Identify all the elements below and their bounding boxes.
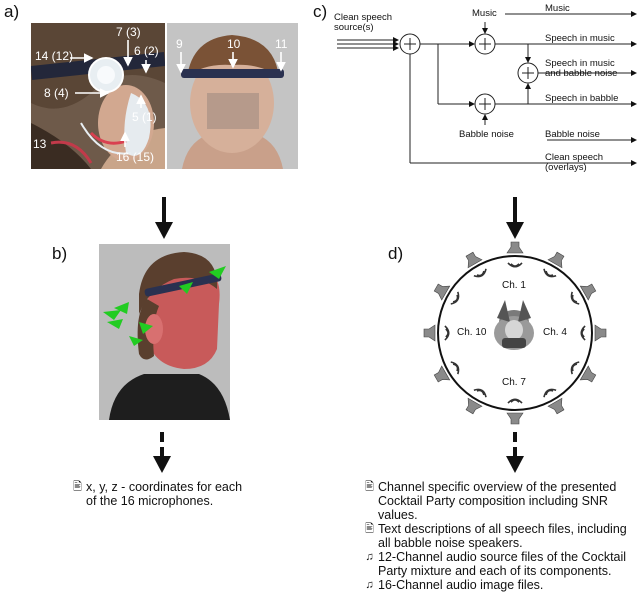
- output-line: values.: [378, 508, 418, 522]
- output-item: ♫ 12-Channel audio source files of the C…: [364, 550, 640, 578]
- ear-closeup-photo: [31, 23, 165, 169]
- loudspeaker-icon: [506, 412, 524, 425]
- panel-c-letter: c): [313, 2, 328, 21]
- output-item: 🖹 Channel specific overview of the prese…: [364, 480, 640, 522]
- listener-icon: [494, 300, 534, 350]
- output-line: and babble noise: [545, 68, 618, 79]
- output-item: 🖹 Text descriptions of all speech files,…: [364, 522, 640, 550]
- panel-a-letter: a): [4, 2, 20, 21]
- panel-d-letter: d): [388, 244, 404, 263]
- document-icon: 🖹: [365, 523, 374, 535]
- output-music: Music: [545, 3, 570, 14]
- loudspeaker-icon: [465, 397, 483, 415]
- loudspeaker-icon: [579, 365, 597, 383]
- mic-label: 11: [275, 37, 288, 51]
- loudspeaker-icon: [547, 397, 565, 415]
- sound-wave-icon: [450, 291, 460, 305]
- music-note-icon: ♫: [365, 551, 374, 563]
- mic-label: 14 (12): [35, 49, 74, 63]
- output-clean-speech: Clean speech (overlays): [545, 153, 603, 173]
- mic-label: 5 (1): [132, 110, 157, 124]
- output-line: x, y, z - coordinates for each: [86, 480, 243, 494]
- loudspeaker-icon: [433, 365, 451, 383]
- mic-label: 10: [227, 37, 241, 51]
- music-note-icon: ♫: [365, 579, 374, 591]
- mic-label: 8 (4): [44, 86, 69, 100]
- mic-label: 13: [33, 137, 47, 151]
- channel-label: Ch. 4: [543, 327, 567, 338]
- mic-label: 16 (15): [116, 150, 155, 164]
- output-speech-in-music: Speech in music: [545, 33, 615, 44]
- head-side-photo: [99, 244, 230, 420]
- input-label: Clean speech source(s): [334, 13, 392, 33]
- channel-label: Ch. 1: [502, 280, 526, 291]
- output-line: Party mixture and each of its components…: [378, 564, 612, 578]
- output-speech-in-babble: Speech in babble: [545, 93, 619, 104]
- output-item: ♫ 16-Channel audio image files.: [364, 578, 640, 592]
- channel-label: Ch. 7: [502, 377, 526, 388]
- loudspeaker-icon: [433, 283, 451, 301]
- sound-wave-icon: [507, 398, 523, 404]
- sound-wave-icon: [450, 361, 460, 375]
- loudspeaker-icon: [423, 324, 436, 342]
- input-label-line: Clean speech: [334, 12, 393, 23]
- sound-wave-icon: [580, 325, 586, 341]
- panel-b-letter: b): [52, 244, 68, 263]
- sound-wave-icon: [570, 291, 580, 305]
- document-icon: 🖹: [73, 481, 82, 493]
- music-source-label: Music: [472, 8, 497, 19]
- output-line: Cocktail Party composition including SNR: [378, 494, 608, 508]
- output-line: Text descriptions of all speech files, i…: [378, 522, 627, 536]
- sound-wave-icon: [473, 268, 487, 278]
- sound-wave-icon: [507, 262, 523, 268]
- channel-label: Ch. 10: [457, 327, 487, 338]
- sound-wave-icon: [473, 388, 487, 398]
- output-speech-in-music-babble: Speech in music and babble noise: [545, 59, 617, 79]
- output-line: of the 16 microphones.: [86, 494, 214, 508]
- babble-source-label: Babble noise: [459, 129, 514, 140]
- speaker-ring: [437, 255, 593, 411]
- panel-b-output: 🖹 x, y, z - coordinates for each of the …: [72, 480, 312, 508]
- loudspeaker-icon: [594, 324, 607, 342]
- input-label-line: source(s): [334, 22, 374, 33]
- output-line: (overlays): [545, 162, 587, 173]
- output-line: 12-Channel audio source files of the Coc…: [378, 550, 627, 564]
- loudspeaker-icon: [465, 251, 483, 269]
- loudspeaker-icon: [547, 251, 565, 269]
- mic-label: 7 (3): [116, 25, 141, 39]
- sound-wave-icon: [444, 325, 450, 341]
- panel-d-outputs: 🖹 Channel specific overview of the prese…: [364, 480, 640, 592]
- output-line: Speech in music: [545, 58, 615, 69]
- output-line: Clean speech: [545, 152, 604, 163]
- sound-wave-icon: [543, 268, 557, 278]
- sound-wave-icon: [570, 361, 580, 375]
- mic-label: 9: [176, 37, 183, 51]
- output-line: Channel specific overview of the present…: [378, 480, 617, 494]
- mic-label: 6 (2): [134, 44, 159, 58]
- document-icon: 🖹: [365, 481, 374, 493]
- loudspeaker-icon: [579, 283, 597, 301]
- output-line: 16-Channel audio image files.: [378, 578, 544, 592]
- head-front-photo: [167, 23, 298, 169]
- sound-wave-icon: [543, 388, 557, 398]
- loudspeaker-icon: [506, 241, 524, 254]
- output-line: all babble noise speakers.: [378, 536, 523, 550]
- output-babble-noise: Babble noise: [545, 129, 600, 140]
